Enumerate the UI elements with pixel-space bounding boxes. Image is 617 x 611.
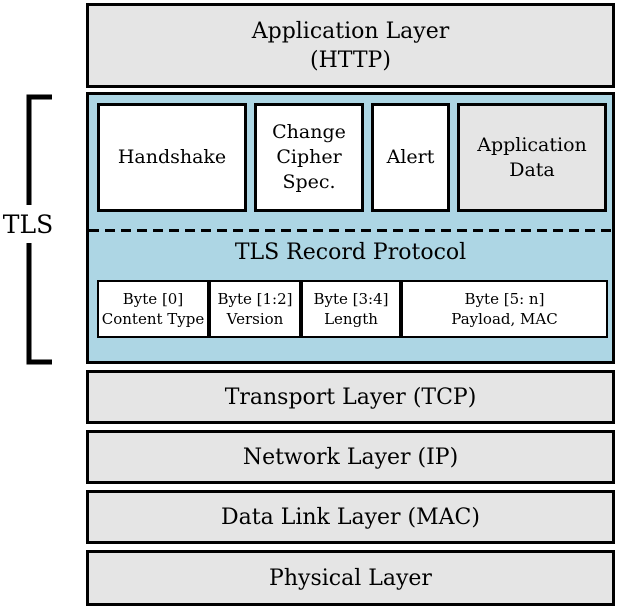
handshake-protocol-box: Handshake — [97, 103, 247, 212]
change-cipher-spec-protocol-box: Change Cipher Spec. — [254, 103, 364, 212]
byte-field-content-type: Byte [0] Content Type — [97, 280, 209, 338]
tls-message-row: Handshake Change Cipher Spec. Alert Appl… — [97, 103, 607, 212]
transport-layer-box: Transport Layer (TCP) — [86, 370, 615, 424]
byte-fields-row: Byte [0] Content Type Byte [1:2] Version… — [97, 280, 608, 338]
byte-range-label: Byte [1:2] — [217, 290, 293, 308]
tls-protocols-box: Handshake Change Cipher Spec. Alert Appl… — [86, 92, 615, 364]
tls-bracket: TLS — [3, 94, 53, 365]
dashed-divider — [89, 229, 612, 232]
byte-range-label: Byte [3:4] — [313, 290, 389, 308]
application-layer-box: Application Layer (HTTP) — [86, 3, 615, 88]
byte-field-label: Version — [226, 310, 284, 328]
application-layer-subtitle: (HTTP) — [310, 47, 391, 73]
tls-bracket-bottom-arm — [26, 243, 52, 365]
tls-record-protocol-label: TLS Record Protocol — [234, 240, 467, 265]
tls-bracket-label: TLS — [3, 210, 53, 239]
application-layer-title: Application Layer — [251, 18, 450, 44]
data-link-layer-box: Data Link Layer (MAC) — [86, 490, 615, 544]
protocol-stack: Application Layer (HTTP) Handshake Chang… — [86, 3, 615, 606]
tls-bracket-top-arm — [26, 94, 52, 205]
application-data-box: Application Data — [457, 103, 607, 212]
byte-range-label: Byte [5: n] — [464, 290, 545, 308]
byte-field-payload-mac: Byte [5: n] Payload, MAC — [401, 280, 608, 338]
byte-field-label: Payload, MAC — [451, 310, 558, 328]
physical-layer-box: Physical Layer — [86, 550, 615, 606]
byte-field-version: Byte [1:2] Version — [209, 280, 301, 338]
byte-field-label: Content Type — [101, 310, 205, 328]
byte-field-label: Length — [324, 310, 378, 328]
network-layer-box: Network Layer (IP) — [86, 430, 615, 484]
alert-protocol-box: Alert — [371, 103, 450, 212]
byte-range-label: Byte [0] — [122, 290, 184, 308]
byte-field-length: Byte [3:4] Length — [301, 280, 401, 338]
